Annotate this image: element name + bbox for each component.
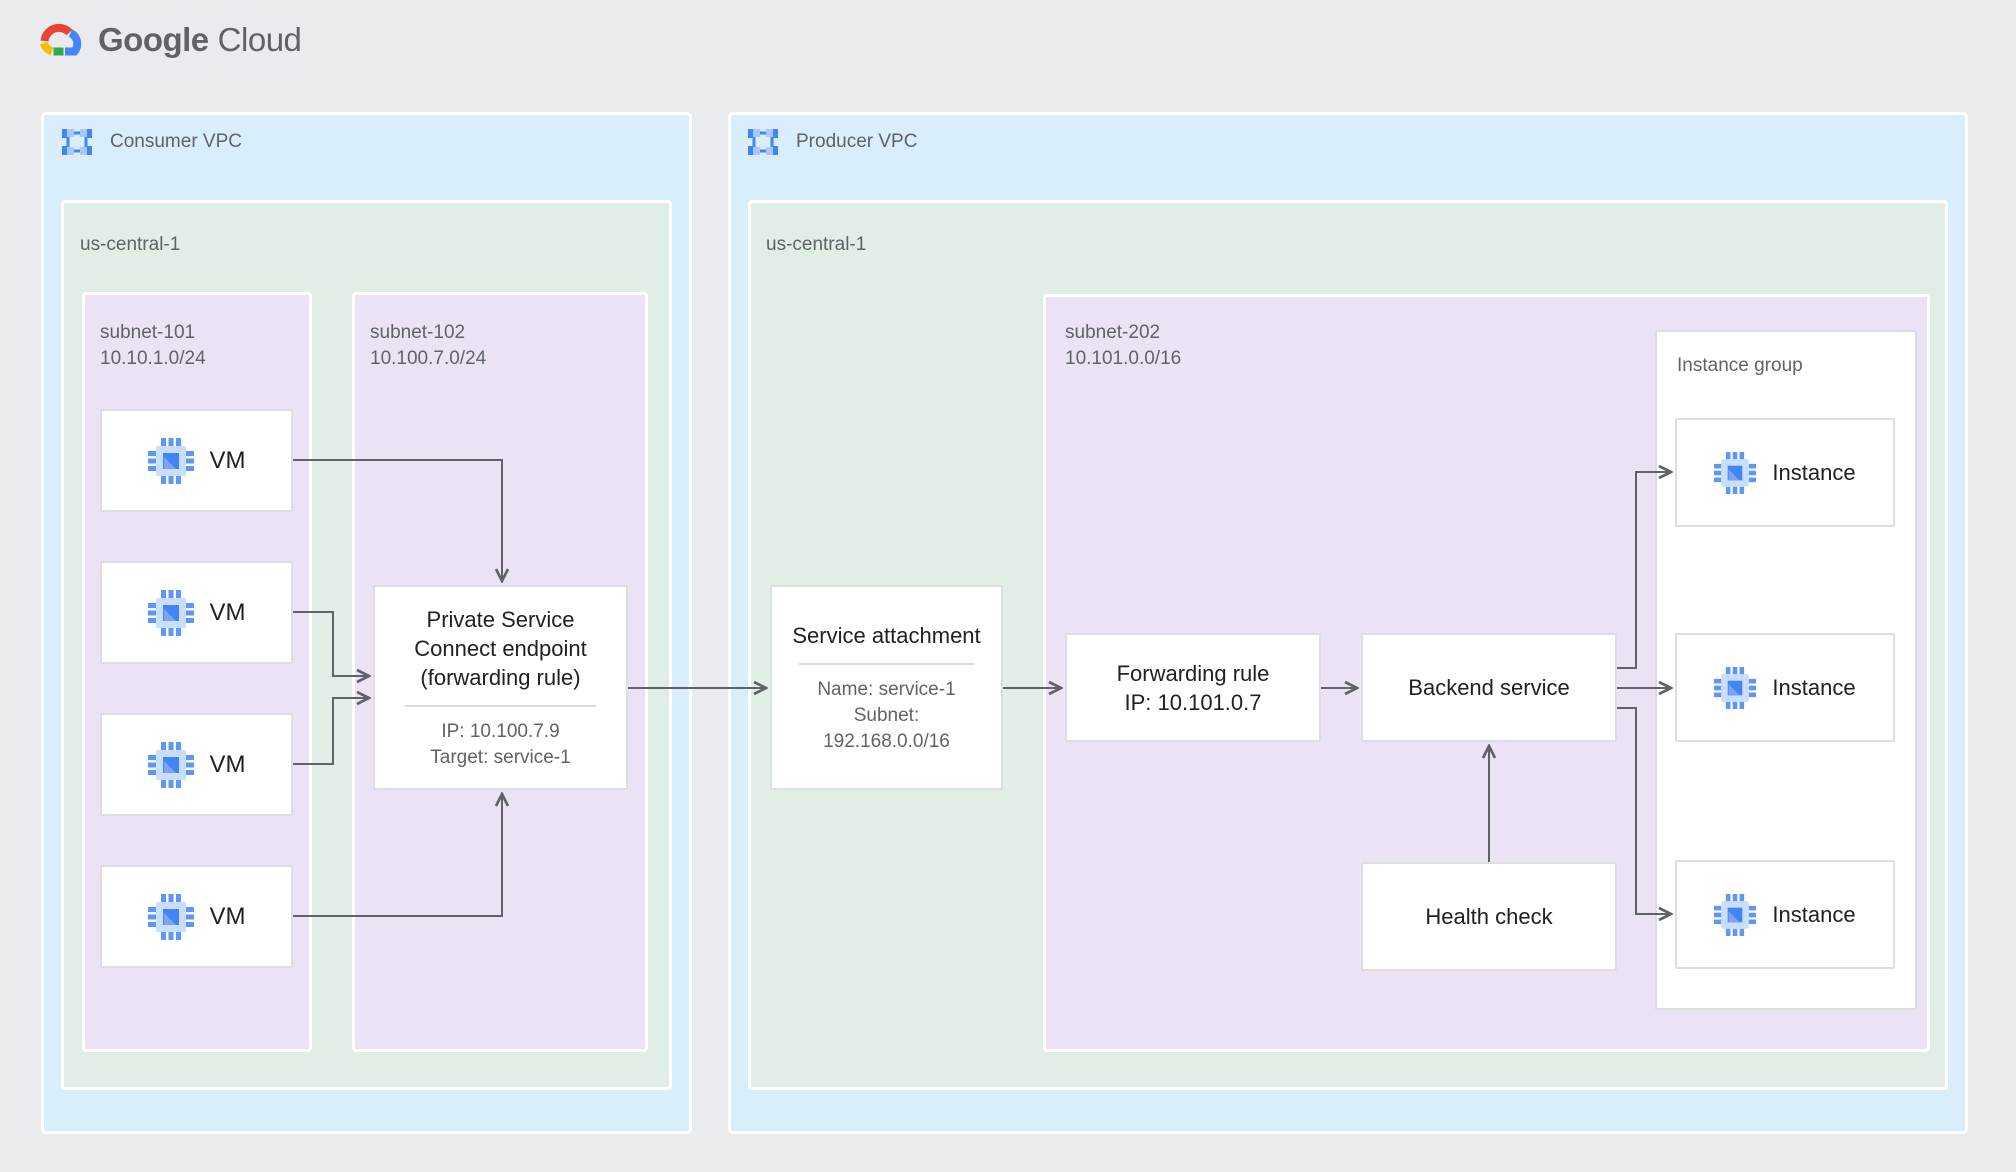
vm-icon — [147, 589, 194, 636]
forwarding-rule-ip: IP: 10.101.0.7 — [1124, 689, 1262, 715]
subnet-101-label: subnet-101 10.10.1.0/24 — [100, 320, 206, 372]
subnet-102-cidr: 10.100.7.0/24 — [370, 348, 487, 369]
psc-endpoint-details: IP: 10.100.7.9 Target: service-1 — [430, 719, 570, 771]
instance-group-label: Instance group — [1677, 355, 1803, 376]
producer-vpc-header: Producer VPC — [748, 127, 917, 157]
logo-google-text: Google — [98, 21, 209, 58]
psc-endpoint-title: Private Service Connect endpoint (forwar… — [414, 605, 586, 692]
service-attachment-subnet-label: Subnet: — [853, 704, 920, 726]
service-attachment-name: Name: service-1 — [817, 678, 956, 700]
subnet-202-name: subnet-202 — [1065, 322, 1161, 343]
psc-divider — [405, 704, 596, 707]
consumer-region-label: us-central-1 — [80, 234, 181, 255]
vm-label: VM — [209, 598, 246, 626]
subnet-202-label: subnet-202 10.101.0.0/16 — [1065, 320, 1181, 372]
vm-node-3: VM — [100, 713, 293, 816]
vpc-network-icon — [62, 127, 92, 157]
subnet-102-name: subnet-102 — [370, 322, 466, 343]
psc-target: Target: service-1 — [430, 746, 571, 768]
health-check-node: Health check — [1361, 862, 1617, 971]
health-check-title: Health check — [1425, 904, 1553, 929]
vm-icon — [147, 893, 194, 940]
service-attachment-subnet-cidr: 192.168.0.0/16 — [823, 730, 950, 752]
instance-node-3: Instance — [1675, 860, 1895, 969]
service-attachment-title: Service attachment — [792, 622, 981, 648]
vm-label: VM — [209, 750, 246, 778]
google-cloud-icon — [39, 23, 82, 56]
backend-service-node: Backend service — [1361, 633, 1617, 742]
forwarding-rule-node: Forwarding rule IP: 10.101.0.7 — [1065, 633, 1321, 742]
vm-node-2: VM — [100, 561, 293, 664]
psc-endpoint-node: Private Service Connect endpoint (forwar… — [373, 585, 628, 790]
instance-label: Instance — [1772, 674, 1856, 700]
vpc-network-icon — [748, 127, 778, 157]
instance-icon — [1714, 451, 1757, 494]
subnet-101-cidr: 10.10.1.0/24 — [100, 348, 206, 369]
forwarding-rule-line1: Forwarding rule — [1116, 660, 1270, 686]
instance-icon — [1714, 893, 1757, 936]
service-attachment-divider — [799, 662, 974, 665]
forwarding-rule-title: Forwarding rule IP: 10.101.0.7 — [1117, 659, 1270, 717]
vm-node-1: VM — [100, 409, 293, 512]
subnet-102-label: subnet-102 10.100.7.0/24 — [370, 320, 486, 372]
subnet-202-cidr: 10.101.0.0/16 — [1065, 348, 1182, 369]
instance-label: Instance — [1772, 459, 1856, 485]
vm-label: VM — [209, 902, 246, 930]
psc-ip: IP: 10.100.7.9 — [441, 720, 560, 742]
instance-icon — [1714, 666, 1757, 709]
instance-label: Instance — [1772, 901, 1856, 927]
producer-region-label: us-central-1 — [766, 234, 867, 255]
psc-title-line2: Connect endpoint — [414, 635, 587, 661]
instance-node-1: Instance — [1675, 418, 1895, 527]
psc-title-line1: Private Service — [426, 606, 575, 632]
vm-icon — [147, 437, 194, 484]
vm-node-4: VM — [100, 865, 293, 968]
subnet-101-name: subnet-101 — [100, 322, 196, 343]
service-attachment-node: Service attachment Name: service-1 Subne… — [770, 585, 1003, 790]
instance-node-2: Instance — [1675, 633, 1895, 742]
vm-icon — [147, 741, 194, 788]
logo-cloud-text: Cloud — [217, 21, 302, 58]
consumer-vpc-label: Consumer VPC — [110, 131, 242, 152]
consumer-vpc-header: Consumer VPC — [62, 127, 242, 157]
vm-label: VM — [209, 446, 246, 474]
producer-vpc-label: Producer VPC — [796, 131, 918, 152]
service-attachment-details: Name: service-1 Subnet: 192.168.0.0/16 — [817, 677, 955, 755]
psc-title-line3: (forwarding rule) — [420, 664, 581, 690]
backend-service-title: Backend service — [1408, 675, 1570, 700]
